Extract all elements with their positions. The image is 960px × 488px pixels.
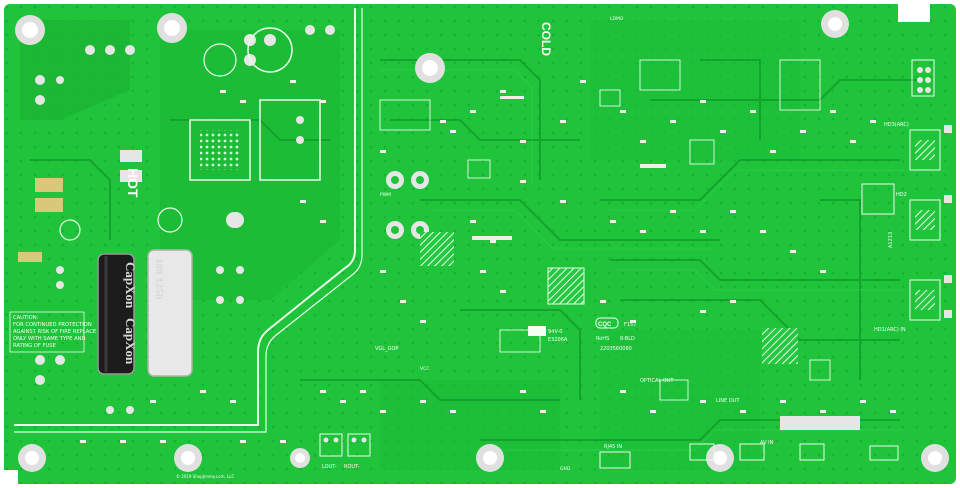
optical-out-label: OPTICAL OUT — [640, 378, 674, 384]
svg-text:2203560080: 2203560080 — [600, 346, 632, 352]
capacitor-brand-label-a: CapXon — [123, 262, 138, 309]
av-in-label: AV IN — [760, 440, 774, 446]
isolation-boundary — [14, 8, 356, 426]
svg-text:E3206A: E3206A — [548, 337, 568, 343]
corner-notch — [898, 0, 930, 22]
line-out-label: LINE OUT — [716, 398, 740, 404]
svg-text:AGAINST RISK OF FIRE REPLACE: AGAINST RISK OF FIRE REPLACE — [13, 329, 96, 335]
rj45-label: RJ45 IN — [604, 444, 622, 450]
mounting-hole — [15, 10, 949, 472]
hdmi2-label: HD2 — [896, 192, 907, 198]
copyright-text: © 2019 ShopJimmy.com, LLC — [176, 474, 234, 479]
ldmo-label: LDMO — [610, 16, 624, 22]
lout-label: LOUT- — [322, 464, 337, 470]
smd-components — [80, 80, 896, 443]
a1213-label: A1213 — [888, 232, 894, 248]
main-soc-pad — [547, 267, 585, 305]
capacitor-footprint — [247, 27, 293, 73]
svg-text:FOR CONTINUED PROTECTION: FOR CONTINUED PROTECTION — [13, 322, 92, 328]
fuse-warning: CAUTION: FOR CONTINUED PROTECTION AGAINS… — [9, 311, 96, 353]
pcb-traces — [30, 59, 920, 441]
top-right-connector — [911, 59, 935, 97]
svg-text:RoHS: RoHS — [596, 336, 609, 342]
svg-text:CAUTION:: CAUTION: — [13, 315, 39, 321]
ic-pad-2 — [762, 328, 798, 364]
vgl-gop-label: VGL_GOP — [375, 346, 398, 352]
svg-text:CQC: CQC — [598, 322, 612, 328]
certification-block: 94V-0 E3206A CQC F157 RoHS 8-BLD 2203560… — [528, 317, 636, 352]
transformer-footprint — [189, 119, 251, 181]
svg-text:8-BLD: 8-BLD — [620, 336, 635, 342]
electrolytic-capacitor: CapXon CapXon — [97, 253, 138, 375]
bottom-connectors — [319, 416, 899, 469]
vcc-label: VCC — [420, 366, 429, 372]
ic-pad — [420, 232, 454, 266]
capacitor-brand-label-b: CapXon — [123, 318, 138, 365]
cold-side-label: COLD — [539, 22, 553, 56]
hot-side-label: HOT — [125, 168, 141, 198]
electrolytic-capacitor-2: 180 1250 — [147, 249, 193, 377]
svg-text:F157: F157 — [624, 322, 636, 328]
svg-text:ONLY WITH SAME TYPE AND: ONLY WITH SAME TYPE AND — [13, 336, 86, 342]
hdmi1-label: HD1(ARC) IN — [874, 327, 906, 333]
svg-text:RATING OF FUSE: RATING OF FUSE — [13, 343, 56, 349]
gnd-label: GND — [560, 466, 571, 472]
hdmi3-label: HD3(ARC) — [884, 122, 909, 128]
capacitor-rating-label: 180 1250 — [153, 258, 165, 300]
rout-label: ROUT- — [344, 464, 360, 470]
hdmi-connector-pads — [909, 125, 952, 321]
svg-text:94V-0: 94V-0 — [548, 329, 562, 335]
pwm-label: PWM — [380, 192, 391, 198]
